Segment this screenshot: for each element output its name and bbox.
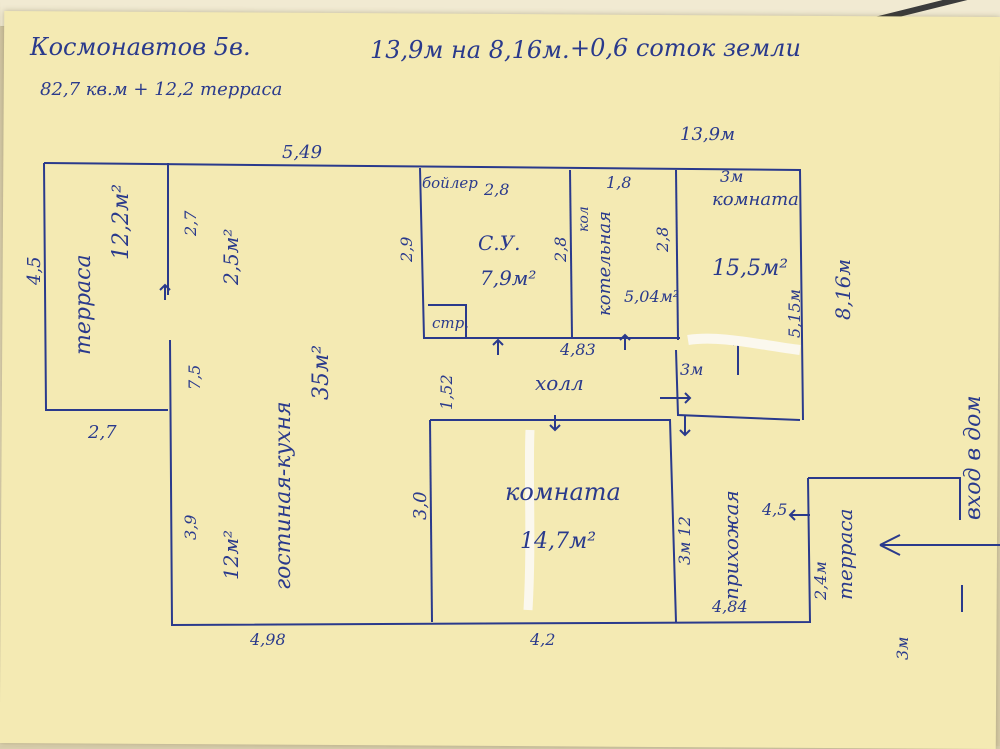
room-terrace-top: терраса — [71, 254, 96, 355]
room-kotel-area: 5,04м² — [624, 287, 679, 306]
small-area-top: 2,5м² — [219, 229, 243, 286]
outer-wall-top-right — [43, 162, 804, 421]
area-text: 82,7 кв.м + 12,2 терраса — [40, 79, 282, 100]
wall-lines — [43, 162, 1000, 627]
dim-hall-left: 1,52 — [437, 374, 456, 410]
room-bottom: комната — [505, 478, 621, 506]
dim-kotel-h: 2,8 — [653, 227, 672, 253]
room-boiler: бойлер — [422, 174, 478, 192]
arrow-hall-2 — [619, 333, 631, 350]
dim-top-total: 13,9м — [680, 124, 735, 145]
room-wc-area: 7,9м² — [480, 266, 536, 290]
dim-room-h: 5,15м — [785, 289, 804, 338]
dim-bottom-mid: 4,2 — [529, 630, 555, 649]
dim-hall-mid: 4,83 — [559, 340, 596, 359]
room-top: комната — [712, 189, 799, 210]
address-text: Космонавтов 5в. — [29, 33, 251, 61]
dim-su-h: 2,8 — [551, 237, 570, 263]
dim-small-a: 2,7 — [181, 210, 200, 237]
terrace-outline — [43, 162, 168, 411]
room-terrace-right: терраса — [833, 509, 857, 600]
dim-room-w: 3м — [720, 167, 743, 186]
wall-wc-bottom — [419, 167, 680, 339]
small-area-bottom: 12м² — [219, 530, 243, 580]
dim-small-b: 7,5 — [185, 365, 204, 390]
dim-terrace2-3m: 3м — [893, 637, 912, 660]
dim-bottom-right: 4,84 — [711, 597, 748, 616]
dim-hall-3m: 3м — [680, 360, 703, 379]
room-wc: С.У. — [478, 231, 520, 255]
room-stor: стр. — [432, 314, 469, 332]
wall-kotel-left — [569, 169, 573, 339]
dim-terrace2-w: 2,4м — [811, 561, 830, 601]
dim-terrace-width: 2,7 — [87, 422, 117, 443]
dim-top-left: 5,49 — [282, 142, 322, 163]
dim-small-c: 3,9 — [181, 515, 200, 540]
room-top-area: 15,5м² — [712, 256, 788, 281]
land-text: +0,6 соток земли — [570, 34, 801, 62]
room-living-kitchen: гостиная-кухня — [271, 401, 296, 590]
dim-room2-12: 3м 12 — [675, 516, 694, 565]
arrow-terrace2 — [788, 509, 810, 521]
arrow-hall-1 — [492, 338, 504, 355]
room-living-area: 35м² — [309, 345, 334, 400]
room-kotel-small: кол — [576, 206, 592, 232]
wall-room-bottom — [430, 419, 677, 623]
dim-bottom-left: 4,98 — [249, 630, 286, 649]
dimensions-text: 13,9м на 8,16м. — [370, 36, 570, 64]
room-hallway: прихожая — [719, 490, 743, 600]
dim-right-total: 8,16м — [831, 259, 855, 320]
dim-terrace-height: 4,5 — [24, 256, 45, 286]
room-terrace-top-area: 12,2м² — [109, 184, 134, 260]
wall-room-left — [675, 169, 679, 341]
correction-mark-2 — [523, 429, 535, 611]
dim-prih-45: 4,5 — [761, 500, 787, 519]
wall-terrace-right — [808, 477, 961, 520]
arrow-hall-3 — [660, 392, 692, 404]
dim-boiler-w: 2,8 — [483, 180, 509, 199]
correction-mark — [687, 333, 801, 355]
dim-kotel-w: 1,8 — [606, 173, 631, 192]
room-bottom-area: 14,7м² — [520, 529, 596, 554]
arrow-hallway — [679, 415, 691, 437]
entrance-arrow-head — [879, 534, 901, 556]
room-kotel: котельная — [594, 211, 615, 316]
wall-hallway-top — [675, 349, 801, 421]
arrow-room-bottom — [549, 415, 561, 432]
dim-room2-h: 3,0 — [410, 491, 431, 520]
room-entrance: вход в дом — [961, 395, 986, 520]
wall-room-bottom-left — [429, 419, 433, 623]
wall-stor — [428, 304, 467, 338]
arrow-terrace — [159, 283, 171, 300]
outer-wall-bottom — [169, 339, 812, 627]
dim-boiler-h: 2,9 — [397, 237, 416, 263]
room-hall: холл — [535, 371, 584, 395]
